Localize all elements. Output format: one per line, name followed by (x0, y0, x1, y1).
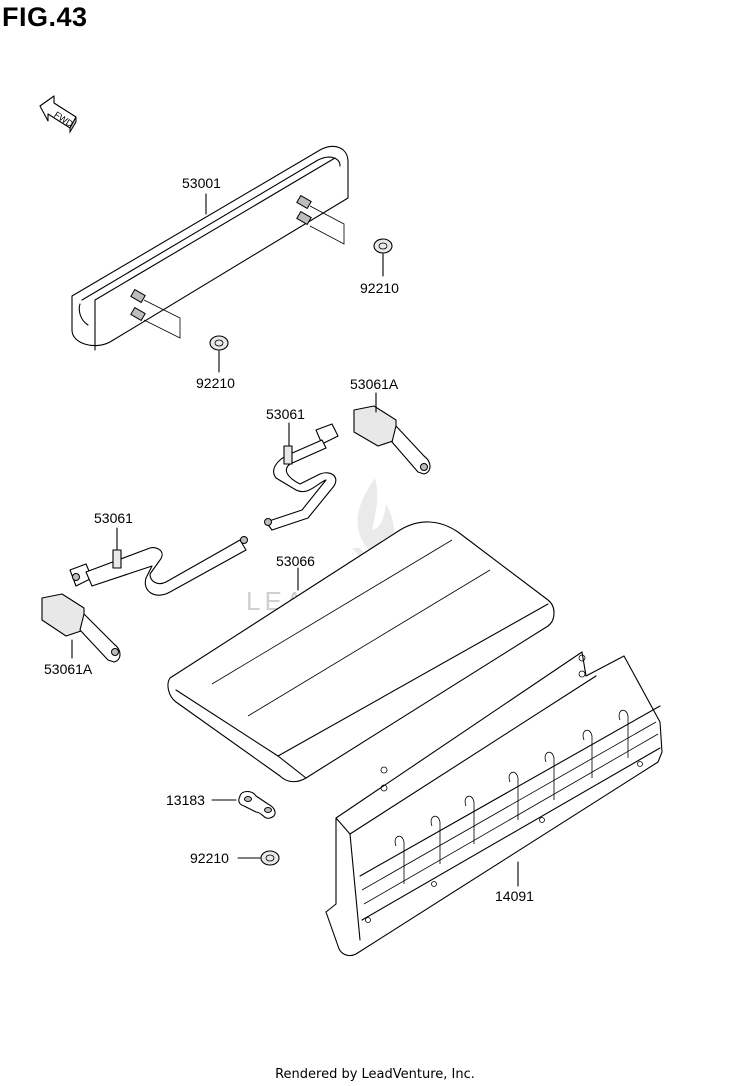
stud-bolts (130, 194, 345, 339)
callout-53066: 53066 (276, 553, 315, 569)
clamp-53061a-right (353, 405, 431, 475)
band-53061-right (264, 423, 339, 531)
footer-credit: Rendered by LeadVenture, Inc. (275, 1067, 475, 1082)
heat-pad-53066 (167, 521, 555, 783)
fwd-arrow-icon: FWD (39, 95, 77, 134)
callout-53061a-left: 53061A (44, 661, 93, 677)
callout-53001: 53001 (182, 175, 221, 191)
callout-92210-left: 92210 (196, 375, 235, 391)
clamp-53061a-left (41, 593, 121, 663)
top-cover-53001 (71, 145, 349, 351)
callout-53061-right: 53061 (266, 406, 305, 422)
callout-92210-right: 92210 (360, 280, 399, 296)
callout-53061a-right: 53061A (350, 376, 399, 392)
callout-92210-bottom: 92210 (190, 850, 229, 866)
band-53061-left (69, 536, 248, 596)
watermark-flame-icon (357, 478, 394, 553)
callout-53061-left: 53061 (94, 510, 133, 526)
heat-guard-14091 (325, 651, 663, 957)
callout-14091: 14091 (495, 888, 534, 904)
flange-nut-bottom (260, 850, 280, 866)
bracket-13183 (238, 790, 276, 819)
flange-nut-right (373, 238, 393, 254)
flange-nut-left (209, 335, 229, 351)
figure-title: FIG.43 (2, 2, 88, 32)
callout-13183: 13183 (166, 792, 205, 808)
